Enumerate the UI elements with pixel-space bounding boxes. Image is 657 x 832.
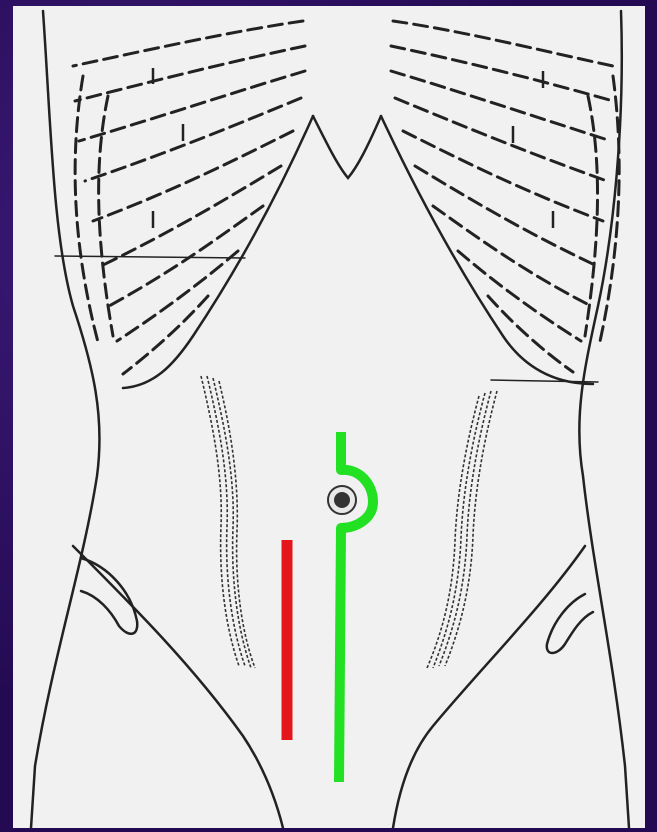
left-subcostal-line: [55, 256, 245, 258]
right-rib-11: [599, 76, 619, 346]
abdomen-diagram: [13, 6, 645, 828]
right-rib-3: [391, 71, 611, 141]
left-rib-1: [73, 21, 303, 66]
left-rectus-hatching: [201, 376, 255, 668]
left-rib-3: [79, 71, 305, 141]
right-rib-2: [391, 46, 613, 101]
right-hip-fold: [547, 594, 593, 653]
rib-joint-marks: [153, 68, 553, 228]
left-hip-fold: [81, 558, 137, 634]
left-inguinal-line: [73, 546, 283, 828]
xiphoid-notch: [313, 116, 381, 178]
left-rib-4: [85, 98, 301, 181]
rib-cage: [73, 21, 619, 374]
left-rib-2: [75, 46, 305, 101]
left-flank-line: [31, 11, 100, 828]
right-transtubercular-line: [491, 380, 598, 382]
midline-incision-around-umbilicus: [339, 432, 373, 782]
diagram-canvas: [13, 6, 645, 828]
right-rib-1: [393, 21, 613, 66]
right-inguinal-line: [393, 546, 585, 828]
left-rib-11: [75, 76, 99, 346]
right-rib-4: [395, 98, 607, 181]
torso-outline: [31, 11, 629, 828]
right-flank-line: [579, 11, 629, 828]
umbilicus: [328, 486, 356, 514]
right-rectus-hatching: [427, 391, 497, 668]
